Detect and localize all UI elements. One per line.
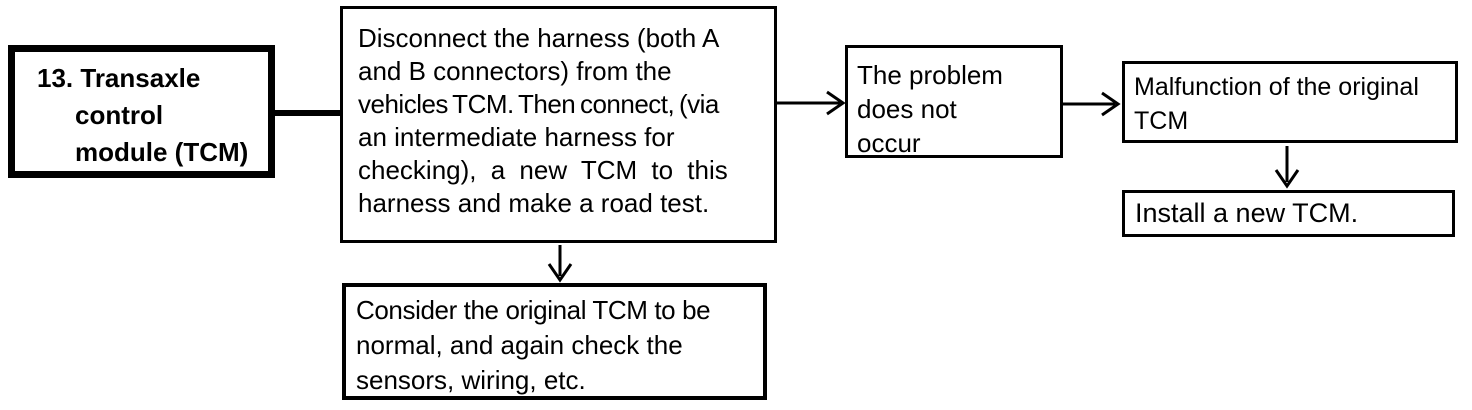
- diagnosis-text-line: Malfunction of the original: [1134, 73, 1419, 101]
- result-text-line: does not: [857, 94, 957, 124]
- result-text-line: The problem: [857, 60, 1003, 90]
- down-arrowhead-icon: [547, 263, 573, 283]
- diagnosis-box: Malfunction of the original TCM: [1122, 61, 1458, 143]
- remedy-text-line: Install a new TCM.: [1135, 198, 1359, 228]
- normal-text-line: normal, and again check the: [356, 330, 683, 360]
- step-text-line: control: [75, 100, 164, 130]
- action-text-line: checking), a new TCM to this: [358, 155, 728, 185]
- step-text-line: 13. Transaxle: [37, 63, 201, 93]
- right-arrowhead-icon: [826, 90, 846, 116]
- arrow-result-to-diagnosis: [1063, 91, 1121, 117]
- result-box: The problem does not occur: [845, 45, 1063, 158]
- result-text-line: occur: [857, 128, 921, 158]
- arrow-diagnosis-to-remedy: [1274, 146, 1300, 189]
- diagnosis-text-line: TCM: [1134, 107, 1189, 135]
- step-text-line: module (TCM): [75, 137, 249, 167]
- normal-text-line: Consider the original TCM to be: [356, 295, 711, 325]
- right-arrowhead-icon: [1101, 91, 1121, 117]
- action-box: Disconnect the harness (both A and B con…: [340, 6, 777, 243]
- action-text-line: an intermediate harness for: [358, 122, 675, 152]
- action-text-line: vehicles TCM. Then connect, (via: [358, 89, 719, 119]
- step-box: 13. Transaxle control module (TCM): [8, 45, 275, 178]
- normal-text-line: sensors, wiring, etc.: [356, 365, 586, 395]
- action-text-line: harness and make a road test.: [358, 188, 710, 218]
- arrow-action-to-normal: [547, 245, 573, 283]
- remedy-box: Install a new TCM.: [1122, 190, 1455, 237]
- normal-box: Consider the original TCM to be normal, …: [342, 283, 767, 400]
- action-text-line: and B connectors) from the: [358, 56, 672, 86]
- down-arrowhead-icon: [1274, 169, 1300, 189]
- action-text-line: Disconnect the harness (both A: [358, 23, 720, 53]
- arrow-action-to-result: [777, 90, 846, 116]
